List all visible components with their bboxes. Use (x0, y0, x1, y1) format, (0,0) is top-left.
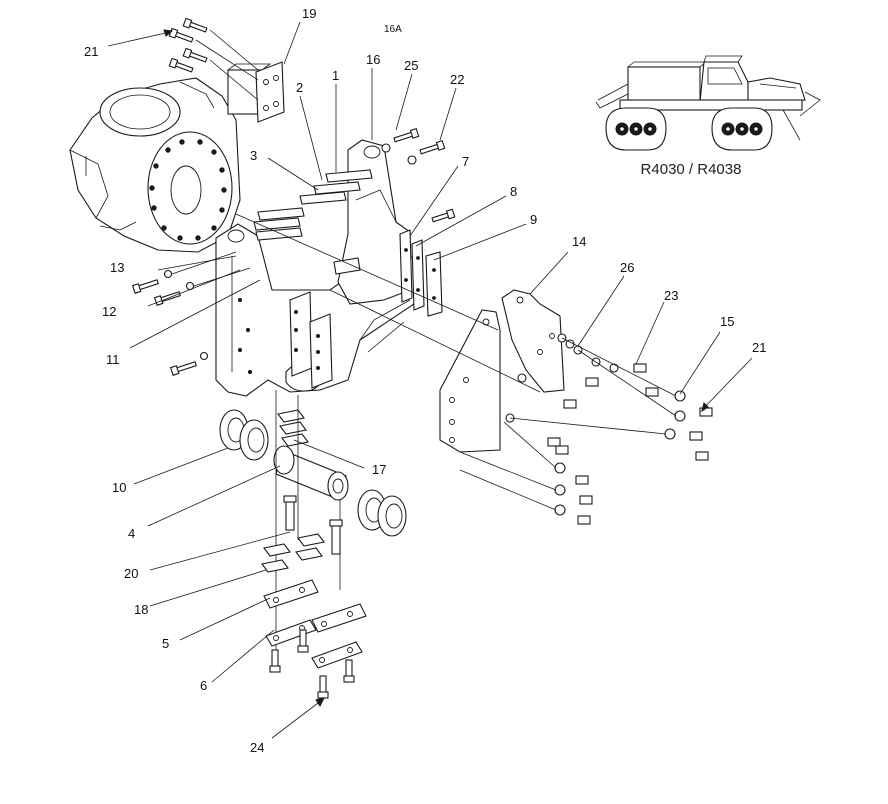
callout-21-right: 21 (752, 340, 766, 355)
mounting-plate-19 (255, 61, 285, 123)
axle-housing (69, 63, 272, 253)
side-plate-14 (439, 289, 565, 453)
bolts-20 (283, 495, 343, 555)
callout-24: 24 (250, 740, 264, 755)
callout-labels: 21 19 16A 1 16 25 22 2 3 7 8 9 14 26 23 … (84, 6, 766, 755)
callout-6: 6 (200, 678, 207, 693)
clips-17 (277, 409, 309, 447)
callout-13: 13 (110, 260, 124, 275)
callout-12: 12 (102, 304, 116, 319)
callout-21-top: 21 (84, 44, 98, 59)
callout-2: 2 (296, 80, 303, 95)
callout-3: 3 (250, 148, 257, 163)
callout-1: 1 (332, 68, 339, 83)
bushings-10 (219, 409, 269, 461)
callout-26: 26 (620, 260, 634, 275)
bolts-24 (269, 629, 355, 699)
callout-14: 14 (572, 234, 586, 249)
machine-thumbnail (595, 55, 821, 151)
bolts-22-washers-25 (381, 127, 446, 165)
assembly-line-centre (329, 289, 541, 393)
bushings-right (357, 489, 407, 537)
clips-18 (261, 533, 325, 573)
callout-5: 5 (162, 636, 169, 651)
shims-1-2-3 (253, 169, 373, 275)
plates-7-8-9 (399, 208, 456, 317)
callout-19: 19 (302, 6, 316, 21)
callout-8: 8 (510, 184, 517, 199)
callout-leaders (107, 21, 753, 739)
assembly-line-axle (235, 213, 499, 331)
callout-4: 4 (128, 526, 135, 541)
callout-16: 16 (366, 52, 380, 67)
callout-10: 10 (112, 480, 126, 495)
callout-22: 22 (450, 72, 464, 87)
callout-11: 11 (106, 352, 120, 367)
callout-25: 25 (404, 58, 418, 73)
main-frame (215, 139, 421, 397)
callout-7: 7 (462, 154, 469, 169)
callout-18: 18 (134, 602, 148, 617)
callout-16a: 16A (384, 24, 402, 35)
clamp-plates-5-6 (263, 579, 367, 669)
pin-tube-4 (273, 445, 349, 501)
callout-15: 15 (720, 314, 734, 329)
callout-17: 17 (372, 462, 386, 477)
callout-9: 9 (530, 212, 537, 227)
bolts-washers-right (459, 333, 713, 525)
bolts-12-13 (131, 251, 251, 376)
callout-23: 23 (664, 288, 678, 303)
callout-20: 20 (124, 566, 138, 581)
model-label: R4030 / R4038 (641, 161, 742, 178)
